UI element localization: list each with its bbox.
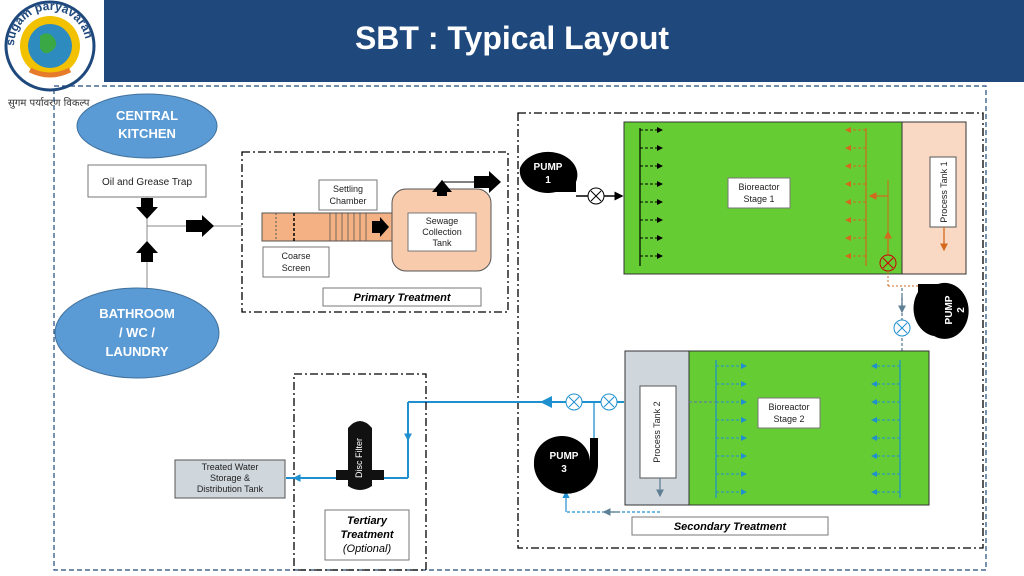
bioreactor1-line2: Stage 1: [743, 194, 774, 204]
sewage-line2: Collection: [422, 227, 462, 237]
settling-line2: Chamber: [329, 196, 366, 206]
treated-line3: Distribution Tank: [197, 484, 264, 494]
process-tank1-label: Process Tank 1: [939, 161, 949, 222]
primary-treatment-box: [241, 151, 509, 313]
secondary-treatment-label: Secondary Treatment: [674, 521, 788, 533]
tertiary-line2: Treatment: [341, 529, 395, 541]
pump1: [519, 151, 578, 193]
pump2-line2: 2: [956, 307, 967, 313]
sewage-line1: Sewage: [426, 216, 459, 226]
settling-chamber-label-box: [318, 179, 378, 211]
oil-grease-trap-label: Oil and Grease Trap: [102, 177, 192, 188]
primary-treatment-label: Primary Treatment: [353, 292, 451, 304]
tertiary-treatment-box: [293, 373, 427, 571]
pump2-line1: PUMP: [944, 295, 955, 324]
settling-line1: Settling: [333, 184, 363, 194]
header-bar: [0, 0, 1024, 82]
coarse-screen-label-box: [262, 246, 330, 278]
bathroom-line2: / WC /: [119, 325, 155, 340]
outer-border: [53, 85, 987, 571]
down-arrow: [136, 198, 158, 219]
treated-line2: Storage &: [210, 473, 250, 483]
pump1-line1: PUMP: [534, 162, 563, 173]
logo-graphic: sugam paryavaran vikalp: [0, 0, 97, 92]
process-tank2-label: Process Tank 2: [652, 401, 662, 462]
kitchen-line2: KITCHEN: [118, 126, 176, 141]
page-title: SBT : Typical Layout: [354, 20, 670, 56]
right-arrow: [186, 215, 214, 237]
tertiary-line3: (Optional): [343, 543, 392, 555]
disc-filter-label: Disc Filter: [354, 438, 364, 478]
pump3: [533, 436, 598, 494]
bioreactor2-line1: Bioreactor: [768, 402, 809, 412]
tertiary-line1: Tertiary: [347, 515, 388, 527]
bioreactor1-line1: Bioreactor: [738, 182, 779, 192]
sewage-line3: Tank: [432, 238, 452, 248]
pump3-line1: PUMP: [550, 451, 579, 462]
central-kitchen-ellipse: [76, 93, 218, 159]
bathroom-line1: BATHROOM: [99, 306, 175, 321]
kitchen-line1: CENTRAL: [116, 108, 178, 123]
bathroom-line3: LAUNDRY: [105, 344, 168, 359]
secondary-treatment-box: [517, 112, 984, 549]
bioreactor2-line2: Stage 2: [773, 414, 804, 424]
bathroom-ellipse: [54, 287, 220, 379]
logo-subtitle: सुगम पर्यावरण विकल्प: [8, 98, 90, 109]
up-arrow: [136, 241, 158, 262]
pump2: [913, 282, 969, 339]
pump1-line2: 1: [545, 175, 551, 186]
coarse-line1: Coarse: [281, 251, 310, 261]
oil-grease-trap: [87, 164, 207, 198]
logo: sugam paryavaran vikalp: [0, 0, 104, 100]
pump3-line2: 3: [561, 464, 567, 475]
treated-line1: Treated Water: [202, 462, 259, 472]
coarse-line2: Screen: [282, 263, 311, 273]
treated-water-tank: [174, 459, 286, 499]
